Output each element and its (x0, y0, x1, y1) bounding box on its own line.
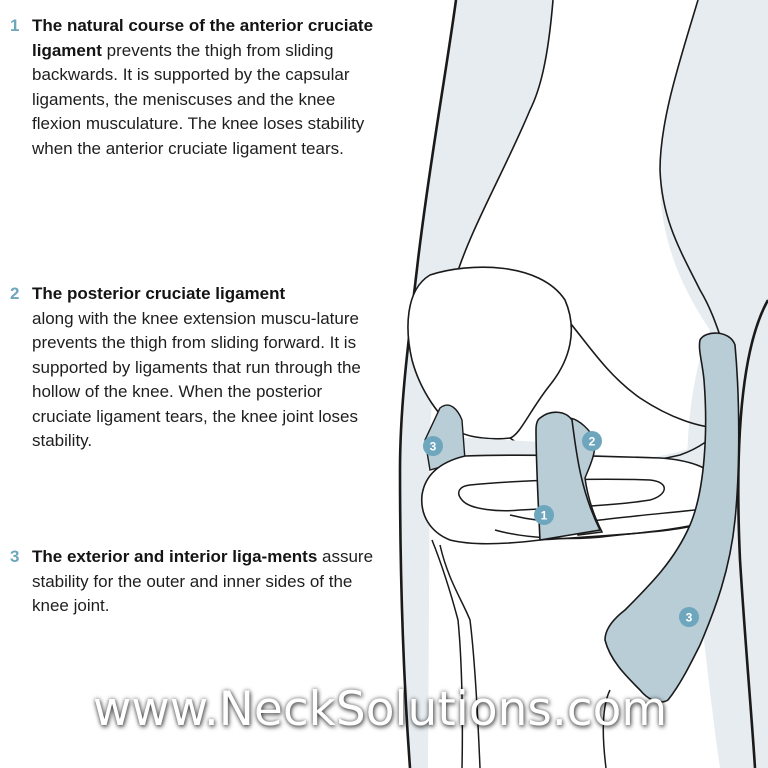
description-collateral-ligaments: 3 The exterior and interior liga-ments a… (10, 545, 380, 619)
svg-text:3: 3 (430, 440, 437, 454)
label-badge-1: 1 (534, 505, 554, 525)
description-anterior-cruciate: 1 The natural course of the anterior cru… (10, 14, 380, 161)
item-number: 2 (10, 284, 20, 303)
patella (407, 266, 573, 440)
label-badge-3-medial: 3 (679, 607, 699, 627)
item-number: 1 (10, 16, 20, 35)
item-heading: The natural course of the anterior cruci… (32, 16, 374, 60)
svg-text:3: 3 (686, 611, 693, 625)
left-soft-tissue (400, 0, 553, 768)
item-heading: The posterior cruciate ligament (32, 284, 286, 303)
svg-text:2: 2 (589, 435, 596, 449)
item-text: assure stability for the outer and inner… (32, 547, 374, 615)
label-badge-2: 2 (582, 431, 602, 451)
watermark: www.NeckSolutions.com (92, 682, 668, 737)
description-posterior-cruciate: 2 The posterior cruciate ligament along … (10, 282, 380, 454)
item-text: along with the knee extension muscu-latu… (32, 308, 361, 451)
item-number: 3 (10, 547, 20, 566)
svg-text:1: 1 (541, 509, 548, 523)
item-heading: The exterior and interior liga-ments (32, 547, 318, 566)
anterior-cruciate-ligament (535, 411, 602, 541)
item-text: prevents the thigh from sliding backward… (32, 40, 365, 158)
label-badge-3-lateral: 3 (423, 436, 443, 456)
medial-ligament (604, 332, 740, 703)
